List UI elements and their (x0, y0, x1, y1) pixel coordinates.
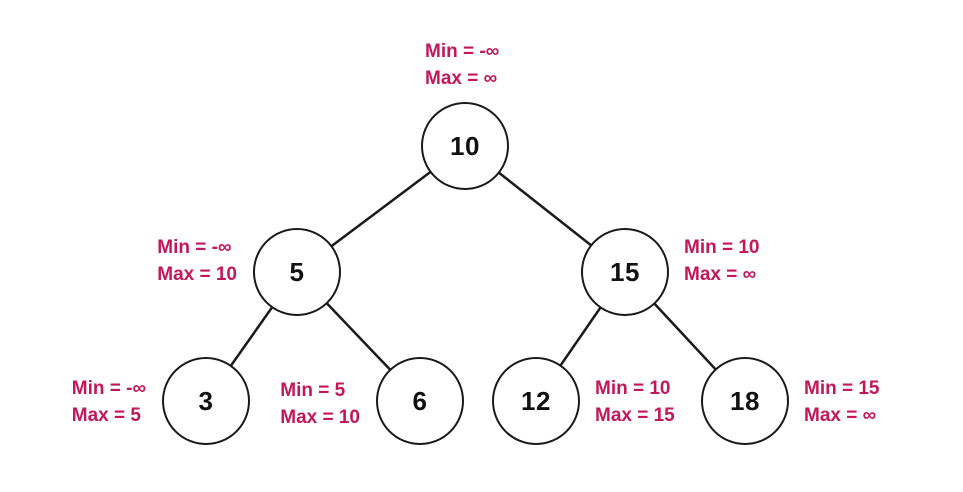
node-annotation-3: Min = -∞ Max = 5 (72, 375, 146, 429)
annotation-min-line: Min = 10 (595, 378, 671, 399)
annotation-min-line: Min = 5 (280, 380, 346, 401)
annotation-max-line: Max = ∞ (804, 405, 877, 426)
node-value: 18 (730, 385, 760, 416)
tree-node-12: 12 (492, 357, 580, 445)
annotation-min-line: Min = -∞ (71, 378, 146, 399)
node-value: 12 (521, 385, 551, 416)
tree-node-5: 5 (253, 228, 341, 316)
node-annotation-18: Min = 15 Max = ∞ (804, 375, 880, 429)
node-value: 10 (450, 130, 480, 161)
annotation-max-line: Max = 5 (71, 405, 141, 426)
node-annotation-10: Min = -∞ Max = ∞ (425, 38, 499, 92)
annotation-min-line: Min = 10 (684, 237, 760, 258)
node-value: 5 (289, 256, 305, 287)
node-value: 15 (610, 256, 640, 287)
annotation-max-line: Max = ∞ (425, 68, 498, 89)
annotation-min-line: Min = 15 (804, 378, 880, 399)
node-annotation-6: Min = 5 Max = 10 (280, 377, 360, 431)
annotation-max-line: Max = 10 (280, 407, 360, 428)
tree-node-6: 6 (376, 357, 464, 445)
tree-node-10: 10 (421, 102, 509, 190)
annotation-min-line: Min = -∞ (157, 237, 232, 258)
annotation-max-line: Max = 15 (595, 405, 675, 426)
node-value: 3 (198, 385, 214, 416)
annotation-max-line: Max = ∞ (684, 264, 757, 285)
node-annotation-15: Min = 10 Max = ∞ (684, 234, 760, 288)
annotation-max-line: Max = 10 (157, 264, 237, 285)
annotation-min-line: Min = -∞ (425, 41, 500, 62)
node-annotation-12: Min = 10 Max = 15 (595, 375, 675, 429)
tree-node-3: 3 (162, 357, 250, 445)
node-value: 6 (412, 385, 428, 416)
node-annotation-5: Min = -∞ Max = 10 (157, 234, 237, 288)
tree-node-15: 15 (581, 228, 669, 316)
tree-node-18: 18 (701, 357, 789, 445)
